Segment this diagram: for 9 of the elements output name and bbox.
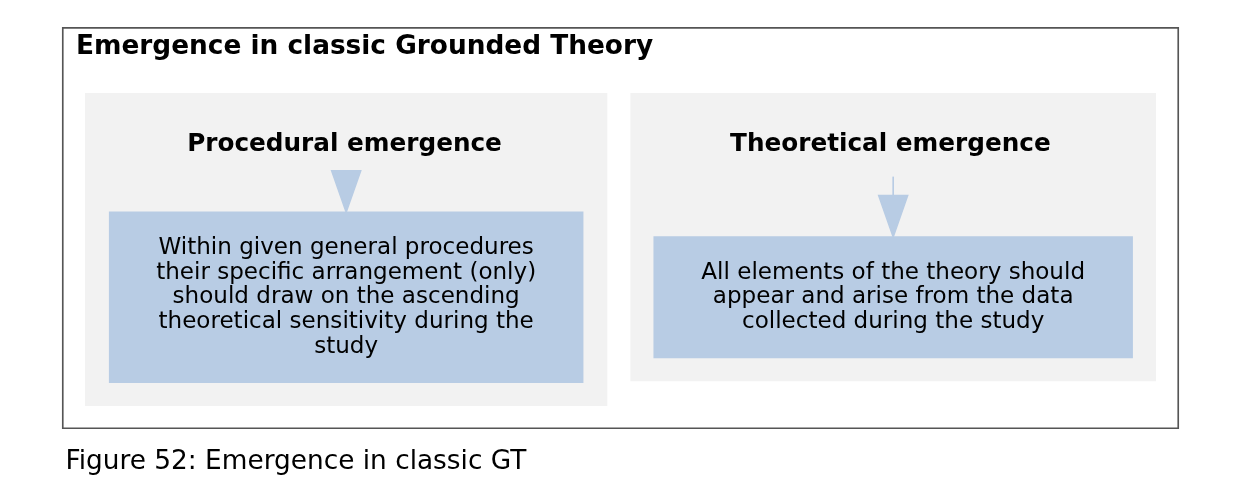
cluster [85, 92, 608, 407]
arrow [330, 170, 362, 215]
node-box: All elements of the theory should appear and arise from the data collected during the study [653, 236, 1133, 359]
arrow [877, 175, 909, 240]
caption: Figure 52: Emergence in classic GT [65, 445, 527, 476]
node-text: Procedural emergence [187, 127, 502, 157]
node-text: Theoretical emergence [730, 127, 1051, 157]
node-box: Within given general procedures their specific arrangement (only) should draw on the ascending theoretical sensitivity during the study [108, 211, 584, 383]
cluster [630, 92, 1156, 382]
